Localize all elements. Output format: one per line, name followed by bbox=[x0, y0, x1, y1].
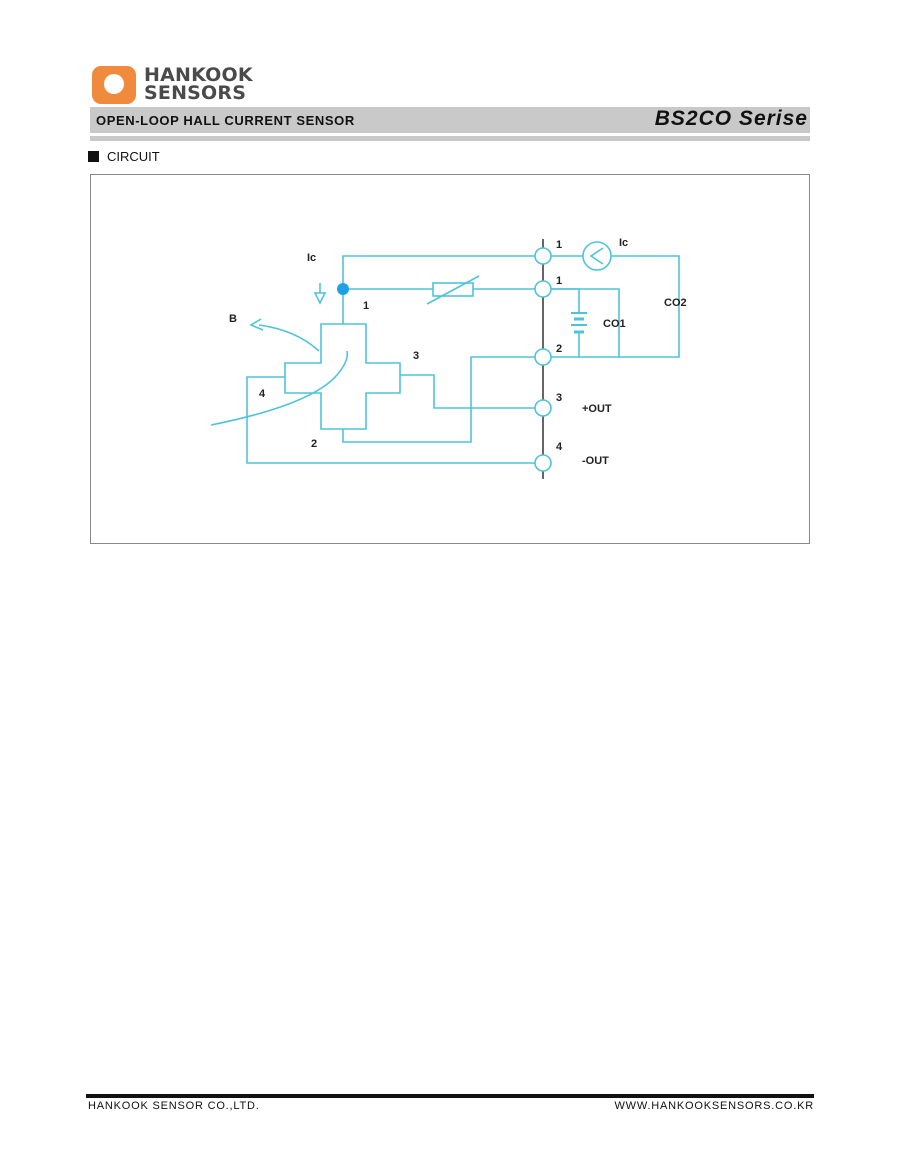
label-node-2: 2 bbox=[311, 438, 317, 450]
thermistor-slash bbox=[426, 275, 480, 305]
header-bar bbox=[90, 107, 810, 133]
field-line-upper bbox=[258, 324, 320, 352]
logo-text-line1: HANKOOK bbox=[144, 64, 253, 86]
document-subtitle: OPEN-LOOP HALL CURRENT SENSOR bbox=[96, 113, 355, 128]
section-label: CIRCUIT bbox=[107, 148, 160, 164]
label-pin2: 2 bbox=[556, 343, 562, 355]
logo-text: HANKOOK SENSORS bbox=[144, 64, 253, 104]
label-pin1-top: 1 bbox=[556, 239, 562, 251]
battery-icon bbox=[571, 312, 587, 334]
footer-website: WWW.HANKOOKSENSORS.CO.KR bbox=[614, 1100, 814, 1112]
label-ic-left: Ic bbox=[307, 252, 316, 264]
label-pin3: 3 bbox=[556, 392, 562, 404]
label-node-3: 3 bbox=[413, 350, 419, 362]
hall-element bbox=[284, 323, 401, 430]
ic-arrow-head-icon bbox=[313, 292, 327, 305]
circuit-svg: Ic Ic B 1 2 3 4 CO1 CO2 1 1 2 3 4 +OUT -… bbox=[210, 237, 687, 479]
terminal-pin1 bbox=[534, 280, 552, 298]
series-title: BS2CO Serise bbox=[654, 107, 808, 130]
label-node-1: 1 bbox=[363, 300, 369, 312]
field-line-lower bbox=[210, 350, 349, 426]
terminal-pin3 bbox=[534, 399, 552, 417]
terminal-pin2 bbox=[534, 348, 552, 366]
label-plus-out: +OUT bbox=[582, 403, 612, 415]
footer-rule bbox=[86, 1094, 814, 1098]
current-source-icon bbox=[582, 241, 612, 271]
junction-dot bbox=[337, 283, 349, 295]
label-pin4: 4 bbox=[556, 441, 563, 453]
section-heading: CIRCUIT bbox=[88, 148, 160, 164]
logo-text-line2: SENSORS bbox=[144, 82, 247, 104]
company-logo: HANKOOK SENSORS bbox=[92, 66, 253, 106]
label-node-4: 4 bbox=[259, 388, 266, 400]
wire-plus-out bbox=[400, 374, 535, 409]
wire-co2-loop bbox=[551, 255, 680, 358]
current-source-arrow bbox=[589, 247, 604, 265]
logo-dot bbox=[104, 74, 124, 94]
wire-pin2 bbox=[342, 356, 535, 443]
label-minus-out: -OUT bbox=[582, 455, 609, 467]
label-co1: CO1 bbox=[603, 318, 626, 330]
wire-minus-out bbox=[246, 376, 535, 464]
bullet-square-icon bbox=[88, 150, 99, 162]
terminal-pin1-top bbox=[534, 247, 552, 265]
circuit-diagram: Ic Ic B 1 2 3 4 CO1 CO2 1 1 2 3 4 +OUT -… bbox=[90, 174, 810, 544]
wire-top bbox=[342, 255, 535, 289]
header-rule bbox=[90, 136, 810, 141]
label-b: B bbox=[229, 313, 237, 325]
label-co2: CO2 bbox=[664, 297, 687, 309]
terminal-pin4 bbox=[534, 454, 552, 472]
label-ic-right: Ic bbox=[619, 237, 628, 249]
footer-company: HANKOOK SENSOR CO.,LTD. bbox=[88, 1100, 260, 1112]
wire-battery-top bbox=[551, 288, 580, 313]
b-arrow-head-icon bbox=[249, 318, 264, 331]
label-pin1: 1 bbox=[556, 275, 562, 287]
logo-mark-icon bbox=[92, 66, 136, 104]
thermistor-icon bbox=[432, 282, 474, 297]
